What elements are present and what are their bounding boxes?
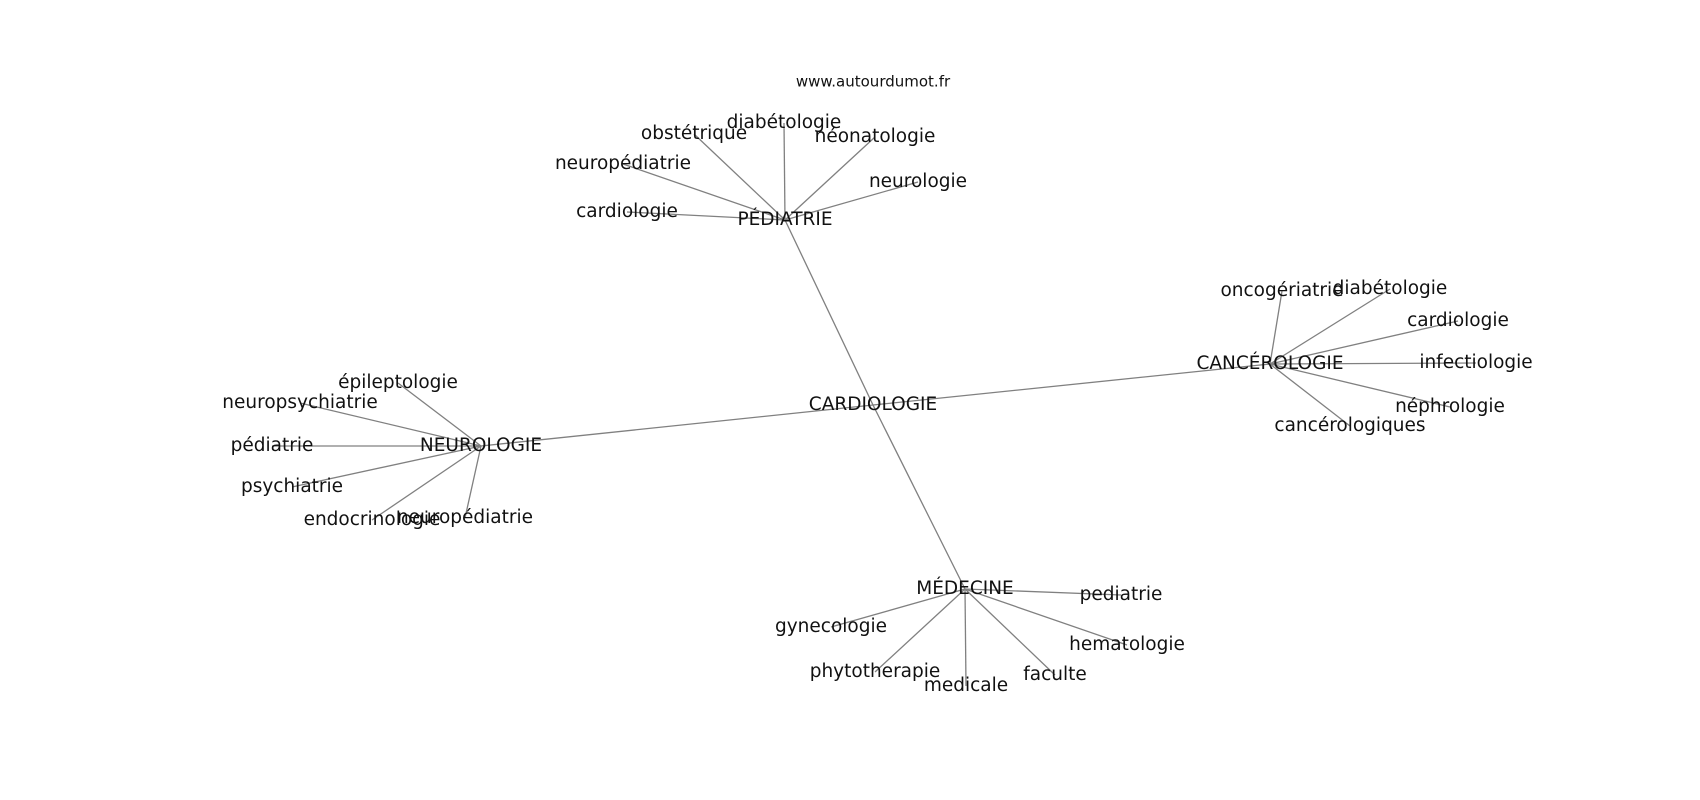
labels-layer: CARDIOLOGIE PÉDIATRIE cardiologie neuropédi… [222, 112, 1532, 696]
edge-root-cancerologie-hub [872, 363, 1271, 406]
child-node-label: néphrologie [1395, 396, 1505, 417]
edge-neurologie-hub-child [291, 445, 482, 488]
edge-neurologie-hub-child [464, 445, 482, 519]
child-node-label: psychiatrie [241, 476, 343, 497]
edge-neurologie-hub-child [299, 402, 482, 447]
pediatrie-hub-label: PÉDIATRIE [737, 208, 832, 230]
child-node-label: épileptologie [338, 372, 458, 393]
edge-medecine-hub-child [964, 588, 1122, 596]
child-node-label: infectiologie [1419, 352, 1532, 373]
edge-neurologie-hub-child [397, 382, 482, 447]
child-node-label: néonatologie [815, 126, 936, 147]
child-node-label: obstétrique [641, 123, 747, 144]
child-node-label: oncogériatrie [1220, 280, 1343, 301]
edge-cancerologie-hub-child [1269, 288, 1391, 365]
medecine-hub-label: MÉDECINE [916, 577, 1014, 599]
edge-medecine-hub-child [964, 588, 1128, 646]
child-node-label: medicale [924, 675, 1008, 696]
edge-root-medecine-hub [872, 404, 966, 590]
edge-cancerologie-hub-child [1269, 362, 1477, 365]
edge-pediatrie-hub-child [626, 211, 786, 221]
child-node-label: cardiologie [1407, 310, 1509, 331]
child-node-label: cancérologiques [1274, 415, 1425, 436]
child-node-label: faculte [1023, 664, 1087, 685]
edge-root-neurologie-hub [480, 404, 874, 447]
edge-medecine-hub-child [964, 588, 967, 687]
child-node-label: diabétologie [1333, 278, 1448, 299]
child-node-label: gynecologie [775, 616, 887, 637]
child-node-label: hematologie [1069, 634, 1185, 655]
child-node-label: pédiatrie [231, 435, 314, 456]
child-node-label: cardiologie [576, 201, 678, 222]
edge-medecine-hub-child [964, 588, 1056, 676]
edge-cancerologie-hub-child [1269, 363, 1451, 408]
child-node-label: phytotherapie [810, 661, 941, 682]
edge-neurologie-hub-child [371, 445, 482, 521]
edge-cancerologie-hub-child [1269, 290, 1283, 365]
child-node-label: neuropsychiatrie [222, 392, 377, 413]
edge-pediatrie-hub-child [784, 136, 876, 221]
edge-medecine-hub-child [874, 588, 966, 673]
edge-cancerologie-hub-child [1269, 320, 1459, 365]
edge-medecine-hub-child [830, 588, 966, 628]
child-node-label: neurologie [869, 171, 967, 192]
child-node-label: neuropédiatrie [555, 153, 691, 174]
edge-cancerologie-hub-child [1269, 363, 1351, 427]
child-node-label: endocrinologie [304, 509, 441, 530]
child-node-label: pediatrie [1080, 584, 1163, 605]
edges-layer [272, 122, 1477, 687]
neurologie-hub-label: NEUROLOGIE [420, 435, 542, 456]
edge-pediatrie-hub-child [784, 181, 919, 221]
child-node-label: neuropédiatrie [397, 507, 533, 528]
edge-pediatrie-hub-child [783, 122, 786, 221]
cancerologie-hub-label: CANCÉROLOGIE [1196, 352, 1343, 374]
child-node-label: diabétologie [727, 112, 842, 133]
root-node-label: CARDIOLOGIE [809, 394, 937, 415]
edge-root-pediatrie-hub [784, 219, 874, 406]
source-url: www.autourdumot.fr [796, 73, 951, 91]
edge-pediatrie-hub-child [622, 163, 786, 221]
edge-pediatrie-hub-child [693, 133, 786, 221]
